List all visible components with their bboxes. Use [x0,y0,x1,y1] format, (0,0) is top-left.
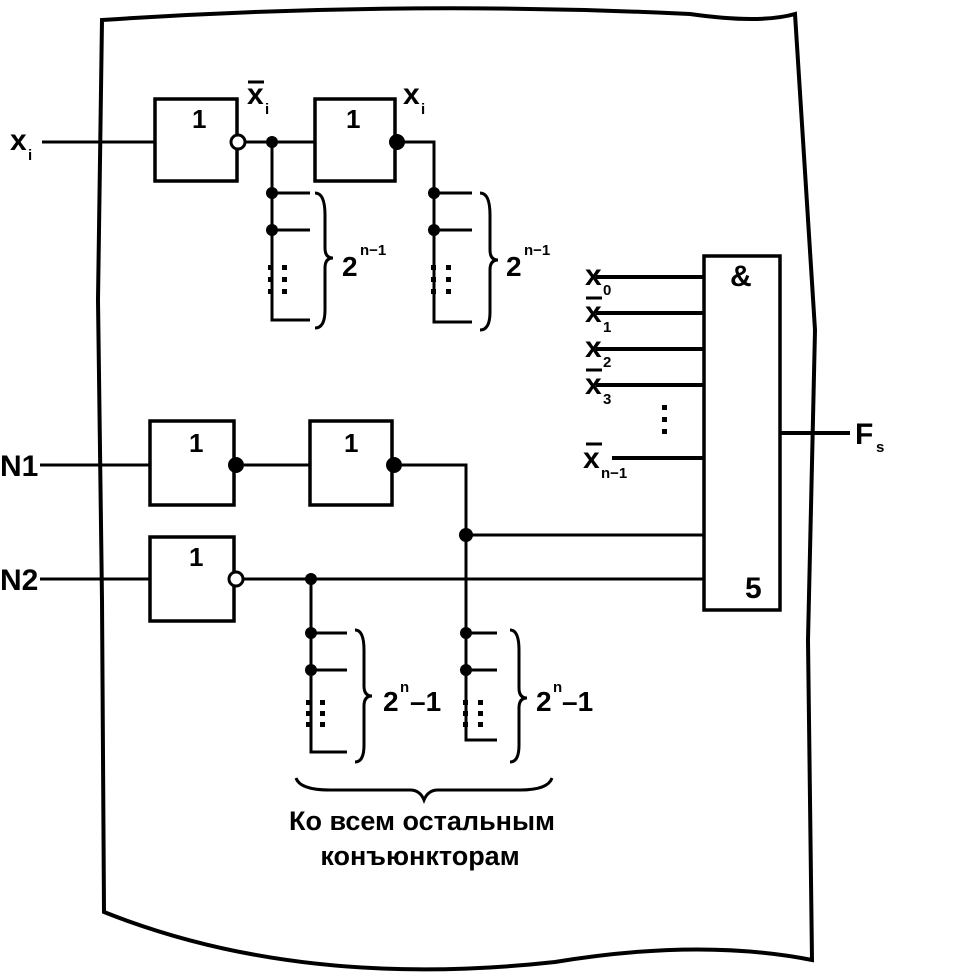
inverter-gate-n1-1 [148,419,236,507]
and-input-labels: x 0 x 1 x 2 x 3 x n−1 [583,259,627,482]
svg-text:1: 1 [346,104,360,134]
svg-text:x: x [583,442,600,475]
n1-inverter-chain: N1 1 1 [0,419,704,742]
inverter-bubble-top-2 [389,134,405,150]
n2-inverter-chain: N2 1 2 n –1 [0,535,704,805]
inverter-bubble-top-1 [229,133,247,151]
fanout-top-right: 2 n−1 [404,140,550,332]
xi-bar-label: x [247,78,264,111]
and-gate-symbol: & [730,260,752,293]
fanout-bottom-right: 2 n –1 [460,627,593,764]
svg-text:1: 1 [189,428,203,458]
svg-text:x: x [585,296,602,329]
svg-text:n: n [553,679,562,696]
svg-text:0: 0 [603,282,611,299]
inverter-gate-n1-2 [308,419,394,507]
svg-text:1: 1 [603,319,611,336]
svg-text:–1: –1 [410,686,441,717]
caption-line-2: конъюнкторам [320,841,519,871]
fanout-bottom-left: 2 n –1 [305,573,441,764]
svg-text:1: 1 [189,542,203,572]
svg-text:n−1: n−1 [524,242,550,259]
svg-text:2: 2 [603,354,611,371]
output-fs-label: F [855,418,873,451]
svg-text:2: 2 [506,251,522,282]
svg-text:1: 1 [192,104,206,134]
xi-label: x [403,78,420,111]
svg-text:x: x [585,331,602,364]
and-gate-index: 5 [745,572,762,605]
input-n1-label: N1 [0,450,38,483]
svg-text:2: 2 [536,686,552,717]
svg-text:n: n [400,679,409,696]
svg-text:i: i [265,101,269,118]
input-n2-label: N2 [0,564,38,597]
svg-text:–1: –1 [562,686,593,717]
svg-text:i: i [421,101,425,118]
top-inverter-chain: x i 1 x i 1 x i 2 n− [10,78,550,332]
caption-line-1: Ко всем остальным [289,806,555,836]
and-gate-5: & 5 x 0 x 1 x 2 x 3 x n−1 F s [583,254,884,612]
and-gate-body [702,254,782,612]
svg-text:s: s [876,439,884,456]
svg-text:1: 1 [344,428,358,458]
block-outline [95,6,818,972]
svg-text:2: 2 [383,686,399,717]
svg-text:x: x [585,368,602,401]
svg-text:2: 2 [342,251,358,282]
svg-text:3: 3 [603,391,611,408]
input-xi-label: x [10,124,27,157]
svg-text:n−1: n−1 [360,242,386,259]
fanout-top-left: 2 n−1 [266,136,386,330]
svg-text:n−1: n−1 [601,465,627,482]
input-xi-sub: i [28,147,32,164]
svg-text:x: x [585,259,602,292]
inverter-gate-n2 [148,535,236,623]
bottom-brace [294,777,554,805]
